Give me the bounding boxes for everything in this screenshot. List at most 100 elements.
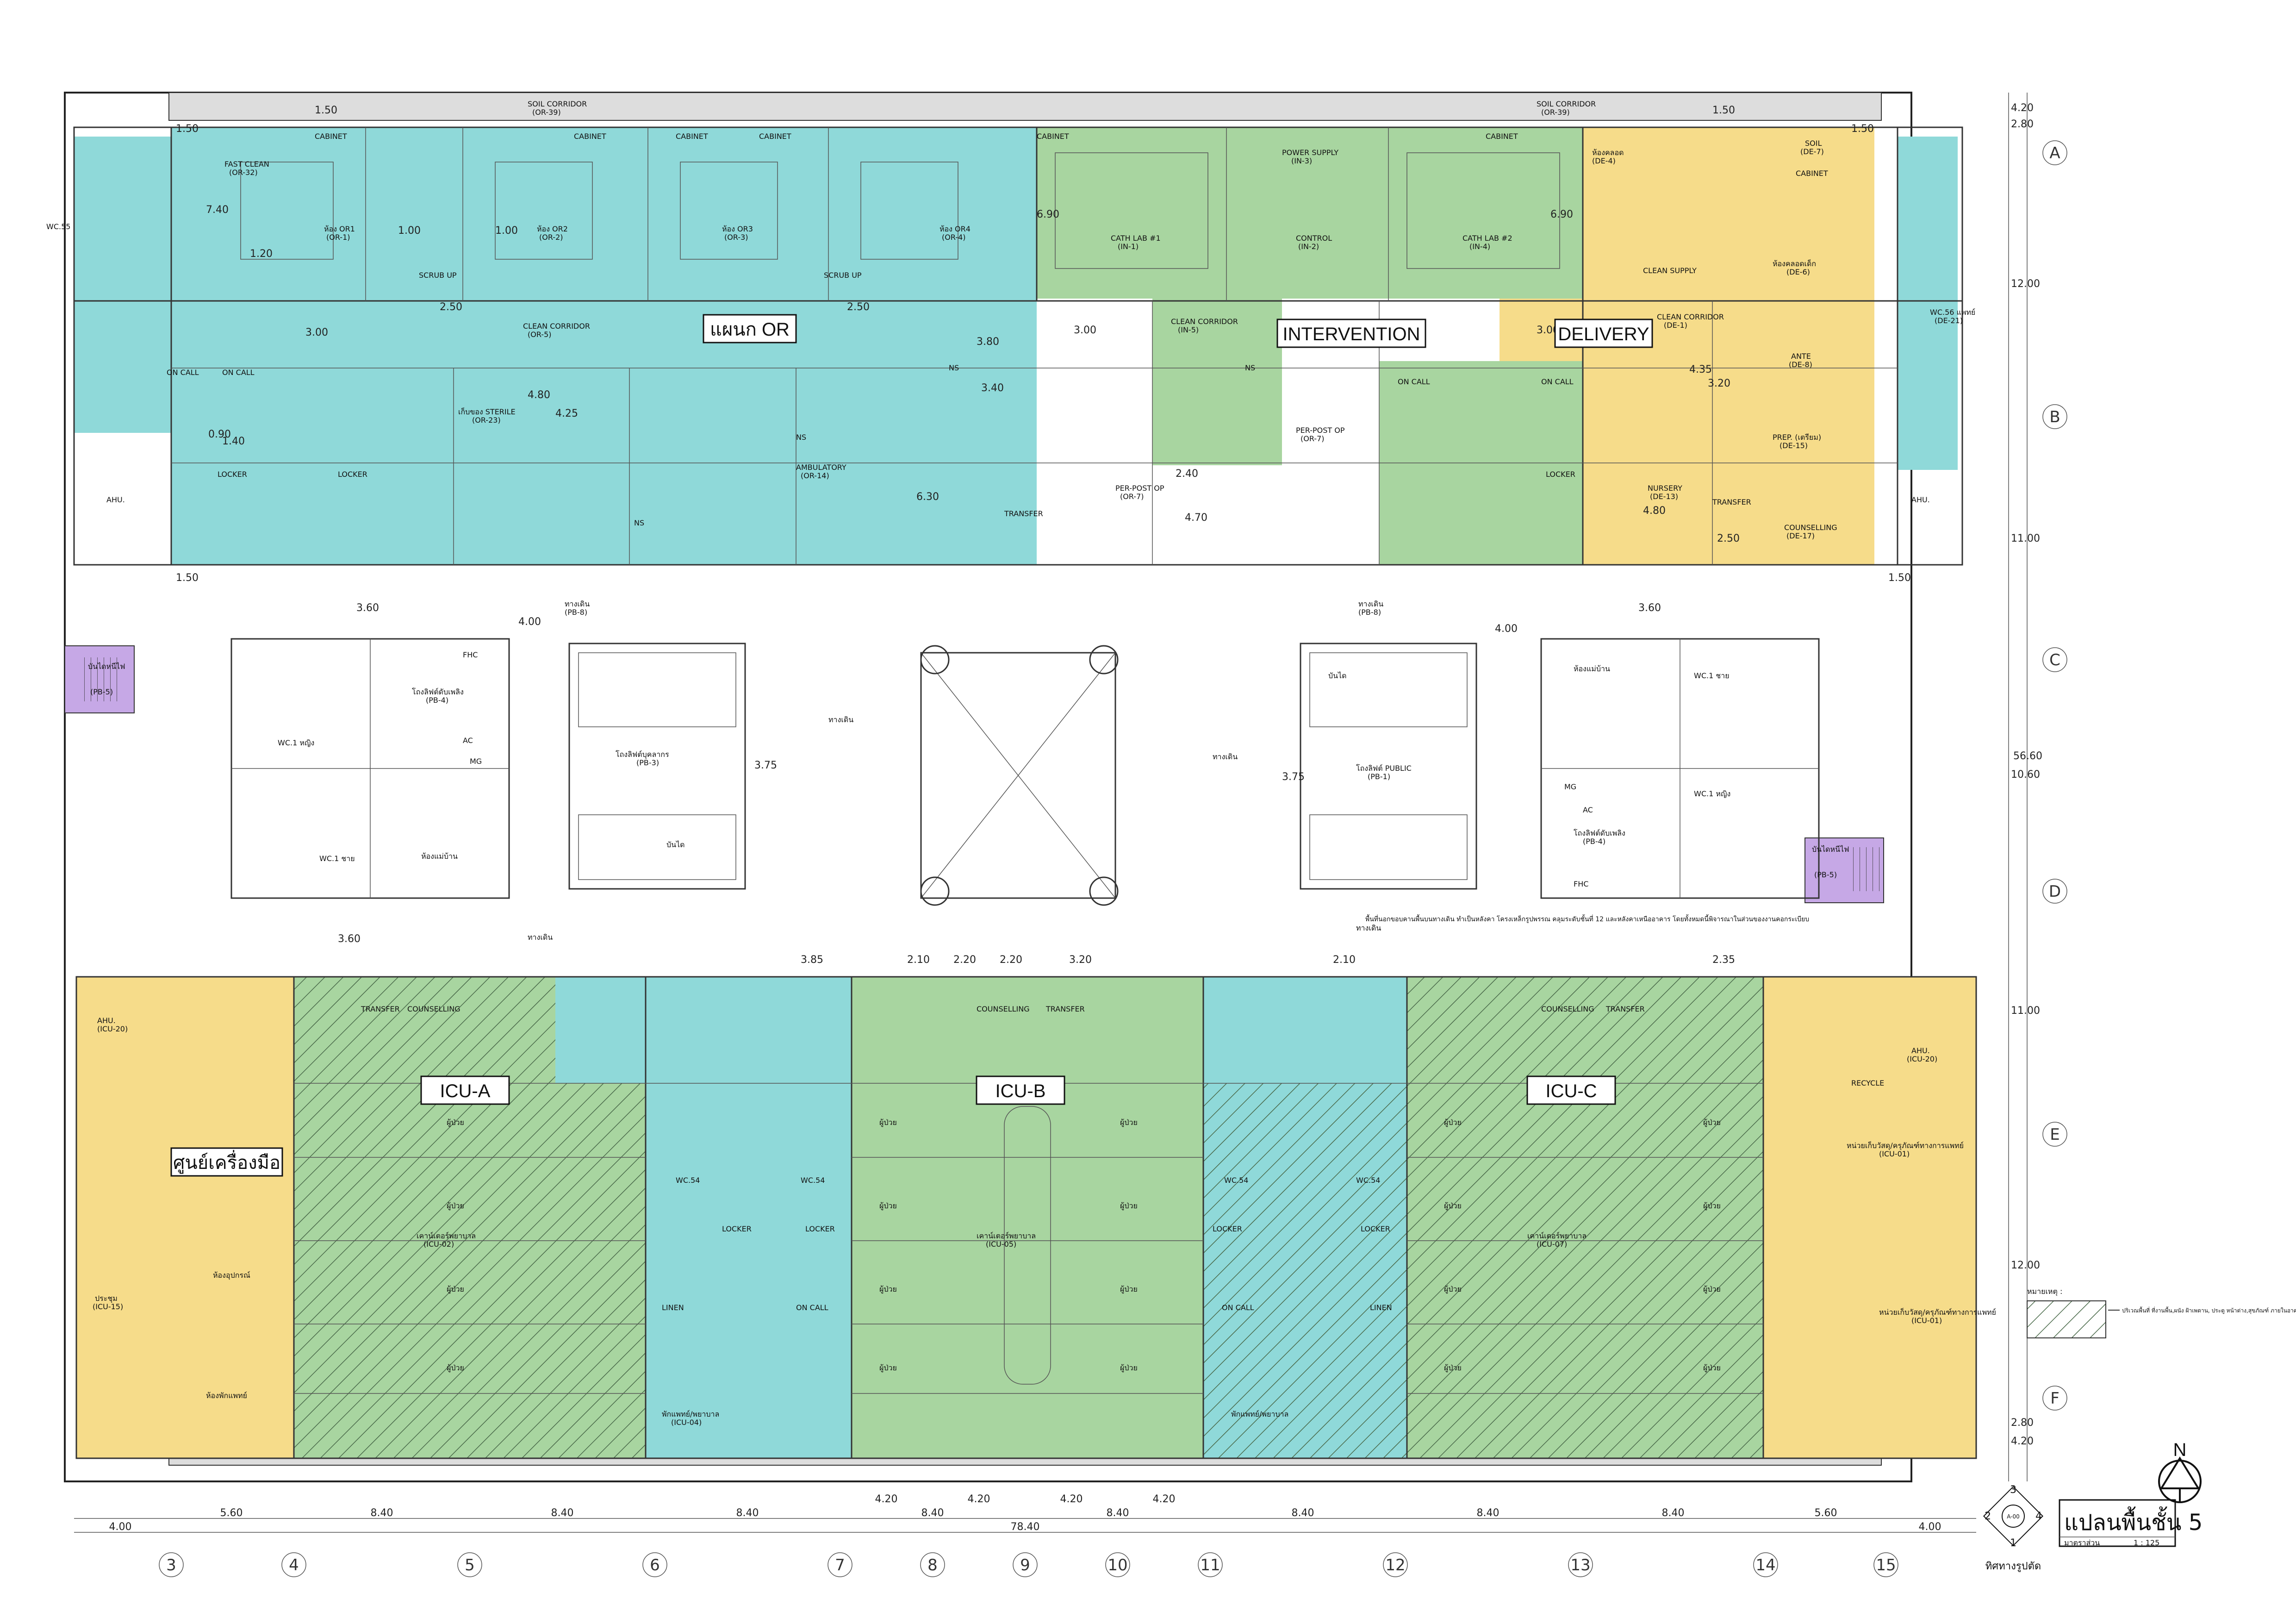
- dim-bay-4-20-a: 4.20: [875, 1493, 898, 1505]
- nurse-station-icu-b-code: (ICU-05): [986, 1240, 1016, 1249]
- dim-2-50-c: 2.50: [1717, 533, 1740, 544]
- ns-or-3: NS: [949, 363, 959, 372]
- section-num-left: 2: [1985, 1511, 1991, 1522]
- grid-row-b: B: [2049, 408, 2060, 426]
- grid-col-6: 6: [650, 1556, 660, 1574]
- staff-lift-core: [568, 643, 746, 890]
- wc56-code: (DE-21): [1935, 316, 1963, 325]
- store-icu-2: หน่วยเก็บวัสดุ/ครุภัณฑ์ทางการแพทย์: [1879, 1307, 1996, 1317]
- mg-right: MG: [1564, 782, 1576, 791]
- cabinet-2: CABINET: [574, 132, 606, 141]
- or4-label: ห้อง OR4: [940, 225, 971, 233]
- cath-lab-1-label: CATH LAB #1: [1111, 234, 1161, 243]
- atrium: [920, 652, 1116, 899]
- dim-2-40: 2.40: [1176, 468, 1198, 480]
- bed-icu-c-3: ผู้ป่วย: [1444, 1285, 1462, 1294]
- transfer-or: TRANSFER: [1004, 509, 1043, 518]
- dept-equipment-label: ศูนย์เครื่องมือ: [173, 1150, 280, 1174]
- or1-label: ห้อง OR1: [324, 225, 355, 233]
- grid-row-e: E: [2050, 1125, 2060, 1144]
- dim-2-20-a: 2.20: [953, 954, 976, 966]
- ns-or-2: NS: [634, 518, 644, 527]
- store-zone-right: [1763, 977, 1976, 1458]
- ac-left: AC: [463, 736, 473, 745]
- walkway-bottom-right: ทางเดิน: [1356, 924, 1381, 932]
- section-num-bottom: 1: [2010, 1537, 2016, 1549]
- fhc-left: FHC: [463, 650, 478, 659]
- stair-left-core: บันได: [666, 840, 685, 849]
- icu-a-core-cyan: [555, 977, 648, 1083]
- clean-corridor-in-code: (IN-5): [1178, 325, 1199, 334]
- wc54-left-b: WC.54: [801, 1176, 825, 1185]
- on-call-or-1: ON CALL: [167, 368, 199, 377]
- public-lift-core: [1300, 643, 1477, 890]
- or3-code: (OR-3): [724, 233, 748, 242]
- grid-row-a: A: [2049, 144, 2060, 162]
- locker-or-1: LOCKER: [218, 470, 247, 479]
- ns-or-1: NS: [796, 433, 806, 442]
- ahu-icu-left: AHU.: [97, 1016, 116, 1025]
- dim-corridor-1-50-c: 1.50: [176, 572, 199, 584]
- fast-clean-code: (OR-32): [229, 168, 258, 177]
- bed-icu-a-1: ผู้ป่วย: [447, 1118, 464, 1127]
- dim-corridor-1-50-tl: 1.50: [315, 105, 337, 116]
- fire-stair-right-code: (PB-5): [1814, 870, 1837, 879]
- dept-icu-b-label: ICU-B: [996, 1081, 1046, 1101]
- fire-lift-right-code: (PB-4): [1583, 837, 1605, 846]
- sterile-store-label: เก็บของ STERILE: [458, 407, 516, 416]
- dim-2-10-a: 2.10: [907, 954, 930, 966]
- locker-icu-3: LOCKER: [1213, 1224, 1242, 1233]
- dim-total-height: 56.60: [2013, 750, 2042, 762]
- dim-4-00-b: 4.00: [1495, 623, 1518, 635]
- public-lift-code: (PB-1): [1368, 772, 1390, 781]
- fire-stair-left-code: (PB-5): [90, 687, 113, 696]
- bottom-block-walls: [75, 976, 1977, 1459]
- ahu-top-right: AHU.: [1911, 495, 1930, 504]
- dim-2-10-b: 2.10: [1333, 954, 1356, 966]
- clean-corridor-de: CLEAN CORRIDOR: [1657, 312, 1724, 321]
- north-label: N: [2173, 1440, 2187, 1460]
- fire-stair-right-treads: [1851, 847, 1881, 891]
- nurse-station-icu-c-code: (ICU-07): [1537, 1240, 1567, 1249]
- equipment-zone: [76, 977, 294, 1458]
- bed-icu-c-1: ผู้ป่วย: [1444, 1118, 1462, 1127]
- grid-col-9: 9: [1020, 1556, 1030, 1574]
- dim-corridor-1-50-b: 1.50: [1851, 123, 1874, 135]
- per-post-op-b-code: (OR-7): [1120, 492, 1144, 501]
- dim-2-35: 2.35: [1712, 954, 1735, 966]
- grid-col-14: 14: [1755, 1556, 1775, 1574]
- dim-6-90-b: 6.90: [1550, 209, 1573, 220]
- dept-icu-a-box: [420, 1075, 510, 1105]
- dim-bay-8-40-e: 8.40: [1107, 1507, 1129, 1519]
- ac-right: AC: [1583, 806, 1593, 814]
- cabinet-1: CABINET: [315, 132, 347, 141]
- transfer-icu-c: TRANSFER: [1605, 1005, 1645, 1013]
- nursery-label: NURSERY: [1648, 484, 1682, 493]
- dim-bay-8-40-b: 8.40: [551, 1507, 574, 1519]
- cath-lab-2-code: (IN-4): [1469, 242, 1490, 251]
- dim-3-75-b: 3.75: [1282, 771, 1305, 783]
- walkway-top-left: ทางเดิน: [565, 600, 590, 608]
- bed-icu-c-4: ผู้ป่วย: [1444, 1363, 1462, 1373]
- fire-stair-right-label: บันไดหนีไฟ: [1812, 845, 1849, 854]
- walkway-top-right-code: (PB-8): [1358, 608, 1381, 617]
- ahu-icu-left-code: (ICU-20): [97, 1024, 128, 1033]
- clean-supply-label: CLEAN SUPPLY: [1643, 266, 1697, 275]
- section-key-icon: [1983, 1486, 2044, 1547]
- dept-or-label: แผนก OR: [710, 319, 790, 340]
- mg-left: MG: [470, 757, 482, 766]
- dept-icu-c-label: ICU-C: [1545, 1081, 1597, 1101]
- counselling-de-code: (DE-17): [1786, 531, 1815, 540]
- icu-b-zone: [852, 977, 1203, 1458]
- grid-col-8: 8: [927, 1556, 938, 1574]
- cath-lab-1-code: (IN-1): [1118, 242, 1139, 251]
- bed-icu-c-2: ผู้ป่วย: [1444, 1201, 1462, 1211]
- dim-0-90: 0.90: [208, 429, 231, 440]
- power-supply-label: POWER SUPPLY: [1282, 148, 1338, 157]
- janitor-right: ห้องแม่บ้าน: [1574, 664, 1610, 673]
- on-call-in-1: ON CALL: [1398, 377, 1430, 386]
- dim-row-11-00-top: 11.00: [2011, 533, 2040, 544]
- bed-icu-c-5: ผู้ป่วย: [1703, 1118, 1721, 1127]
- bed-icu-c-8: ผู้ป่วย: [1703, 1363, 1721, 1373]
- bed-icu-b-7: ผู้ป่วย: [1120, 1285, 1138, 1294]
